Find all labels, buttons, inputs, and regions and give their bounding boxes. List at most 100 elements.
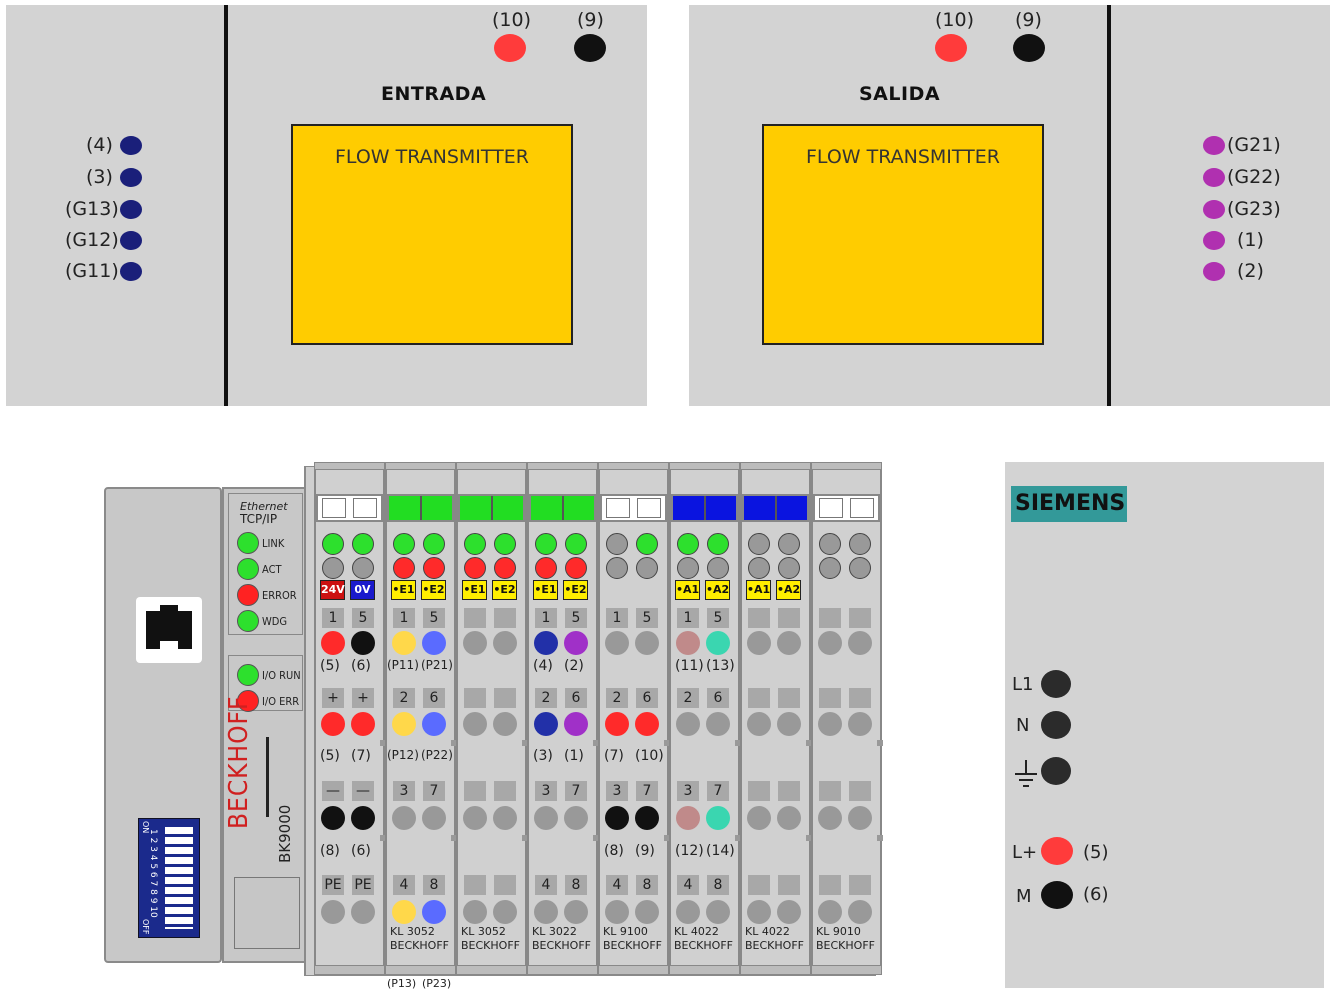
terminal-contact[interactable]: [706, 631, 730, 655]
terminal-contact[interactable]: [564, 712, 588, 736]
terminal-number-box: PE: [352, 875, 374, 895]
entrada-terminal-4-dot[interactable]: [120, 136, 142, 155]
siemens-power-supply: SIEMENS L1 N L+ (5) M (6): [1005, 462, 1324, 988]
terminal-contact[interactable]: [777, 712, 801, 736]
dip-switch[interactable]: ON 1 2 3 4 5 6 7 8 9 10 OFF: [138, 818, 200, 938]
terminal-contact[interactable]: [706, 712, 730, 736]
terminal-contact[interactable]: [564, 900, 588, 924]
terminal-slot: [877, 740, 883, 746]
cap-window-right: [850, 498, 874, 518]
terminal-contact[interactable]: [605, 900, 629, 924]
terminal-contact[interactable]: [321, 631, 345, 655]
terminal-contact[interactable]: [777, 900, 801, 924]
salida-terminal-1-dot[interactable]: [1203, 231, 1225, 250]
terminal-contact[interactable]: [635, 631, 659, 655]
terminal-contact[interactable]: [635, 900, 659, 924]
salida-flow-transmitter: FLOW TRANSMITTER: [762, 124, 1044, 345]
terminal-contact[interactable]: [534, 631, 558, 655]
terminal-contact[interactable]: [777, 631, 801, 655]
terminal-contact[interactable]: [564, 806, 588, 830]
salida-top-label-10: (10): [935, 9, 975, 31]
terminal-contact[interactable]: [321, 900, 345, 924]
lplus-terminal[interactable]: [1041, 837, 1073, 865]
terminal-contact[interactable]: [351, 900, 375, 924]
terminal-contact[interactable]: [463, 631, 487, 655]
m-terminal[interactable]: [1041, 881, 1073, 909]
terminal-contact[interactable]: [564, 631, 588, 655]
terminal-contact[interactable]: [818, 806, 842, 830]
terminal-contact[interactable]: [392, 806, 416, 830]
entrada-terminal-3-dot[interactable]: [120, 168, 142, 187]
terminal-contact[interactable]: [463, 712, 487, 736]
terminal-contact[interactable]: [676, 712, 700, 736]
ground-terminal[interactable]: [1041, 757, 1071, 785]
terminal-contact[interactable]: [818, 712, 842, 736]
terminal-contact[interactable]: [463, 806, 487, 830]
terminal-contact[interactable]: [534, 806, 558, 830]
terminal-contact[interactable]: [706, 900, 730, 924]
salida-terminal-g22-dot[interactable]: [1203, 168, 1225, 187]
n-terminal[interactable]: [1041, 711, 1071, 739]
terminal-number-box: +: [352, 688, 374, 708]
l1-terminal[interactable]: [1041, 670, 1071, 698]
ethernet-port[interactable]: [136, 597, 202, 663]
terminal-contact[interactable]: [605, 806, 629, 830]
terminal-contact[interactable]: [321, 806, 345, 830]
salida-terminal-10-red[interactable]: [935, 34, 967, 62]
terminal-contact[interactable]: [422, 631, 446, 655]
terminal-number-box: 3: [606, 781, 628, 801]
entrada-terminal-10-red[interactable]: [494, 34, 526, 62]
terminal-contact[interactable]: [818, 900, 842, 924]
salida-terminal-9-black[interactable]: [1013, 34, 1045, 62]
terminal-contact[interactable]: [676, 631, 700, 655]
terminal-contact[interactable]: [351, 806, 375, 830]
terminal-contact[interactable]: [534, 900, 558, 924]
terminal-contact[interactable]: [676, 900, 700, 924]
terminal-contact[interactable]: [463, 900, 487, 924]
terminal-contact[interactable]: [848, 712, 872, 736]
terminal-contact[interactable]: [392, 712, 416, 736]
terminal-channel-tag: •E1: [533, 580, 558, 600]
terminal-contact[interactable]: [676, 806, 700, 830]
terminal-contact[interactable]: [392, 900, 416, 924]
terminal-contact[interactable]: [848, 806, 872, 830]
terminal-contact[interactable]: [706, 806, 730, 830]
entrada-terminal-9-black[interactable]: [574, 34, 606, 62]
salida-panel: (10) (9) SALIDA FLOW TRANSMITTER (G21) (…: [689, 5, 1330, 406]
terminal-contact[interactable]: [605, 631, 629, 655]
terminal-contact[interactable]: [351, 712, 375, 736]
terminal-contact[interactable]: [635, 806, 659, 830]
terminal-contact[interactable]: [818, 631, 842, 655]
terminal-top-clip: [385, 462, 456, 470]
salida-terminal-g23-dot[interactable]: [1203, 200, 1225, 219]
terminal-contact[interactable]: [493, 631, 517, 655]
entrada-terminal-g11-dot[interactable]: [120, 262, 142, 281]
salida-terminal-g21-dot[interactable]: [1203, 136, 1225, 155]
terminal-contact[interactable]: [534, 712, 558, 736]
terminal-contact[interactable]: [493, 900, 517, 924]
terminal-contact[interactable]: [493, 712, 517, 736]
terminal-contact[interactable]: [747, 712, 771, 736]
terminal-contact[interactable]: [635, 712, 659, 736]
entrada-terminal-g13-dot[interactable]: [120, 200, 142, 219]
terminal-contact[interactable]: [747, 806, 771, 830]
terminal-number-box: 5: [352, 608, 374, 628]
terminal-contact[interactable]: [392, 631, 416, 655]
terminal-contact[interactable]: [747, 631, 771, 655]
terminal-contact[interactable]: [605, 712, 629, 736]
terminal-contact[interactable]: [848, 631, 872, 655]
terminal-contact[interactable]: [422, 900, 446, 924]
terminal-contact[interactable]: [777, 806, 801, 830]
salida-terminal-2-dot[interactable]: [1203, 262, 1225, 281]
terminal-contact[interactable]: [351, 631, 375, 655]
terminal-status-led: [352, 557, 374, 579]
terminal-contact[interactable]: [321, 712, 345, 736]
terminal-contact[interactable]: [422, 712, 446, 736]
terminal-contact[interactable]: [493, 806, 517, 830]
terminal-wire-label: (12): [675, 843, 704, 859]
terminal-channel-tag: •E1: [462, 580, 487, 600]
terminal-contact[interactable]: [422, 806, 446, 830]
terminal-contact[interactable]: [848, 900, 872, 924]
entrada-terminal-g12-dot[interactable]: [120, 231, 142, 250]
terminal-contact[interactable]: [747, 900, 771, 924]
